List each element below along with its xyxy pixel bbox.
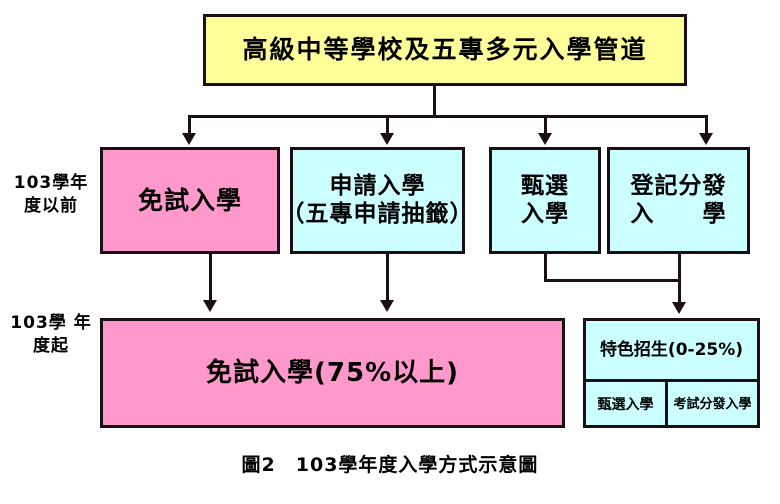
- connector-drop-dengji: [705, 115, 708, 135]
- box-registration-placement-admission-line2: 入 學: [630, 200, 727, 227]
- box-screening-admission-line1: 甄選: [521, 173, 569, 200]
- side-label-before-103-line1: 103學年: [13, 173, 89, 193]
- side-label-from-103: 103學 年度起: [8, 312, 94, 358]
- side-label-before-103: 103學年 度以前: [8, 172, 94, 218]
- special-cell-screening: 甄選入學: [586, 382, 668, 428]
- connector-drop-mianshi: [188, 115, 191, 135]
- connector-mianshi-to-bottom: [209, 254, 212, 302]
- connector-title-stem: [433, 86, 436, 115]
- connector-merge-to-special: [678, 279, 681, 304]
- connector-merge-bus: [544, 279, 681, 282]
- side-label-from-103-line1: 103學: [10, 313, 67, 333]
- arrowhead-mianshi: [182, 133, 196, 145]
- box-exam-free-admission-line1: 免試入學: [137, 185, 242, 215]
- connector-drop-zhenxuan: [544, 115, 547, 135]
- connector-drop-shenqing: [386, 115, 389, 135]
- arrowhead-zhenxuan: [538, 133, 552, 145]
- connector-dengji-merge: [678, 254, 681, 282]
- side-label-before-103-line2: 度以前: [24, 195, 78, 216]
- title-box-text: 高級中等學校及五專多元入學管道: [242, 35, 648, 65]
- arrowhead-shenqing-to-bottom: [380, 300, 394, 312]
- arrowhead-shenqing: [380, 133, 394, 145]
- box-exam-free-admission-75: 免試入學(75%以上): [100, 318, 565, 428]
- special-cell-exam-placement: 考試分發入學: [673, 397, 752, 413]
- box-application-admission-line2: （五專申請抽籤）: [281, 200, 474, 227]
- box-screening-admission-line2: 入學: [521, 200, 569, 227]
- box-exam-free-admission-75-text: 免試入學(75%以上): [206, 357, 459, 388]
- box-special-admission: 特色招生(0-25%) 甄選入學 考試分發入學: [583, 318, 760, 428]
- box-special-admission-heading: 特色招生(0-25%): [586, 321, 757, 382]
- title-box: 高級中等學校及五專多元入學管道: [203, 14, 687, 86]
- connector-shenqing-to-bottom: [386, 254, 389, 302]
- arrowhead-merge-to-special: [672, 302, 686, 314]
- box-registration-placement-admission: 登記分發 入 學: [607, 147, 750, 254]
- arrowhead-dengji: [699, 133, 713, 145]
- box-exam-free-admission: 免試入學: [100, 147, 280, 254]
- box-special-admission-cells: 甄選入學 考試分發入學: [586, 382, 757, 428]
- box-screening-admission: 甄選 入學: [489, 147, 601, 254]
- connector-zhenxuan-merge: [544, 254, 547, 282]
- connector-top-bus: [188, 115, 708, 118]
- arrowhead-mianshi-to-bottom: [203, 300, 217, 312]
- box-registration-placement-admission-line1: 登記分發: [630, 173, 727, 200]
- figure-caption: 圖2 103學年度入學方式示意圖: [241, 454, 539, 476]
- side-label-from-103-line2: 年度起: [33, 313, 92, 356]
- box-application-admission-line1: 申請入學: [329, 173, 426, 200]
- box-application-admission: 申請入學 （五專申請抽籤）: [282, 147, 473, 254]
